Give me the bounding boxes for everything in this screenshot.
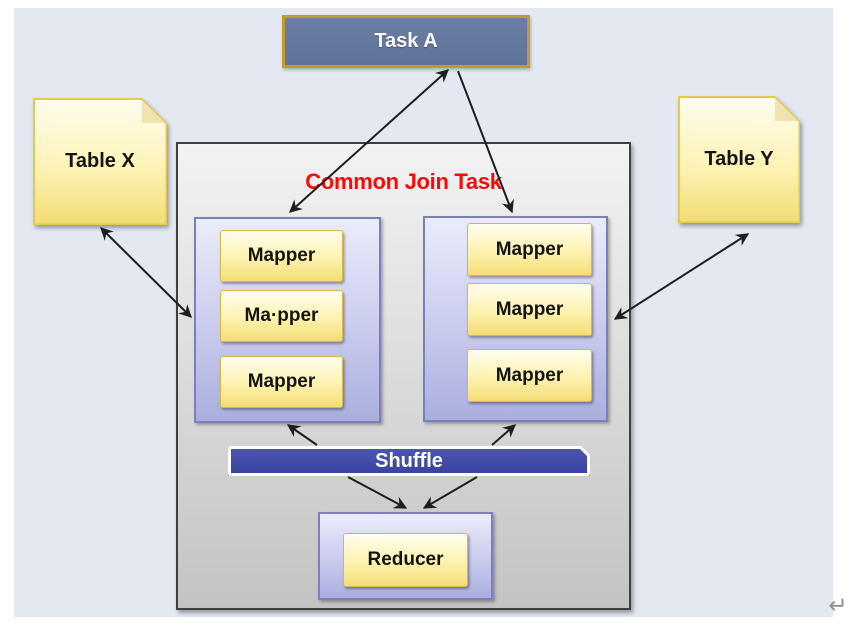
mapper-box: Mapper <box>467 223 592 276</box>
reducer-group: Reducer <box>318 512 493 600</box>
shuffle-label: Shuffle <box>375 449 443 472</box>
task-a-label: Task A <box>374 30 438 52</box>
shuffle-bar: Shuffle <box>228 446 590 476</box>
table-y-fill <box>680 98 799 222</box>
reducer-box: Reducer <box>343 533 468 587</box>
mapper-box: Mapper <box>220 230 343 282</box>
left-mapper-group: Mapper Ma·pper Mapper <box>194 217 381 423</box>
table-x-label: Table X <box>65 150 135 172</box>
mapper-box: Mapper <box>220 356 343 408</box>
node-table-x: Table X <box>33 98 167 225</box>
shuffle-bar-fill: Shuffle <box>231 449 587 473</box>
mapper-box: Ma·pper <box>220 290 343 342</box>
node-task-a: Task A <box>282 15 530 68</box>
right-mapper-group: Mapper Mapper Mapper <box>423 216 608 422</box>
mapper-box: Mapper <box>467 349 592 402</box>
diagram-title: Common Join Task <box>305 169 502 194</box>
line-break-mark: ↵ <box>828 592 848 618</box>
mapper-box: Mapper <box>467 283 592 336</box>
node-table-y: Table Y <box>678 96 800 223</box>
table-y-label: Table Y <box>704 148 774 170</box>
table-x-fill <box>35 100 166 224</box>
